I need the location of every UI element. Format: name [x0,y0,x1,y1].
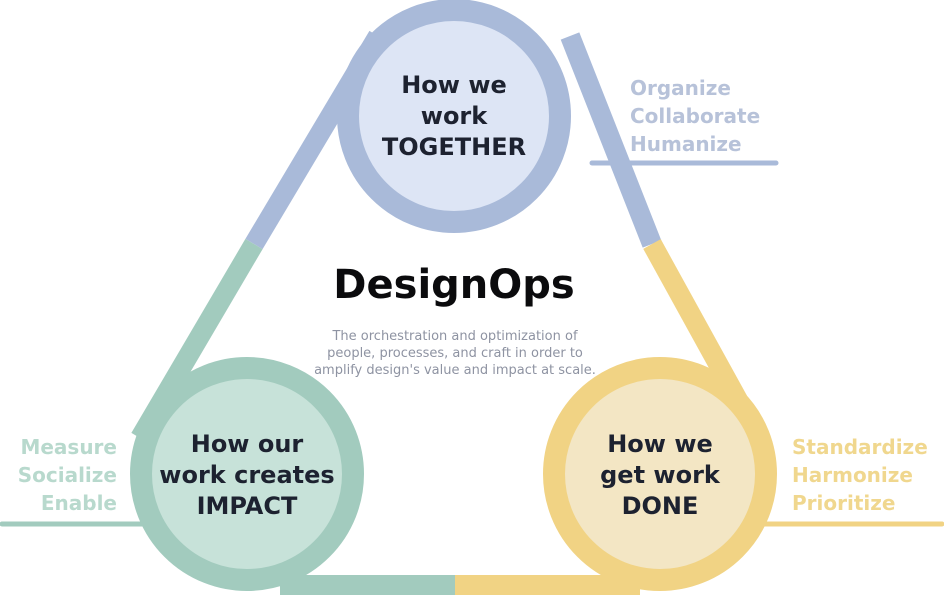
list-item: Enable [40,491,117,515]
node-label-done: How we get work DONE [560,429,760,522]
page-title: DesignOps [333,262,575,308]
node-label-together: How we work TOGETHER [354,70,554,163]
list-together: Organize Collaborate Humanize [630,74,760,158]
node-label-line: How our [190,430,304,458]
node-label-line: IMPACT [196,492,298,520]
list-item: Organize [630,76,731,100]
list-item: Harmonize [792,463,913,487]
node-circle-done [543,357,777,591]
node-circle-together [337,0,571,233]
list-item: Humanize [630,132,742,156]
node-label-line: work creates [159,461,335,489]
list-impact: Measure Socialize Enable [0,433,117,517]
list-item: Measure [20,435,117,459]
list-item: Prioritize [792,491,896,515]
edge-together-done [560,32,662,248]
list-item: Socialize [17,463,117,487]
node-label-line: DONE [621,492,699,520]
node-label-line: How we [401,71,507,99]
node-label-line: work [420,102,488,130]
list-item: Standardize [792,435,928,459]
node-label-line: TOGETHER [381,133,527,161]
node-label-line: How we [607,430,713,458]
node-label-impact: How our work creates IMPACT [147,429,347,522]
node-circle-impact [130,357,364,591]
list-item: Collaborate [630,104,761,128]
list-done: Standardize Harmonize Prioritize [792,433,928,517]
node-label-line: get work [600,461,720,489]
description: The orchestration and optimization of pe… [314,329,596,378]
